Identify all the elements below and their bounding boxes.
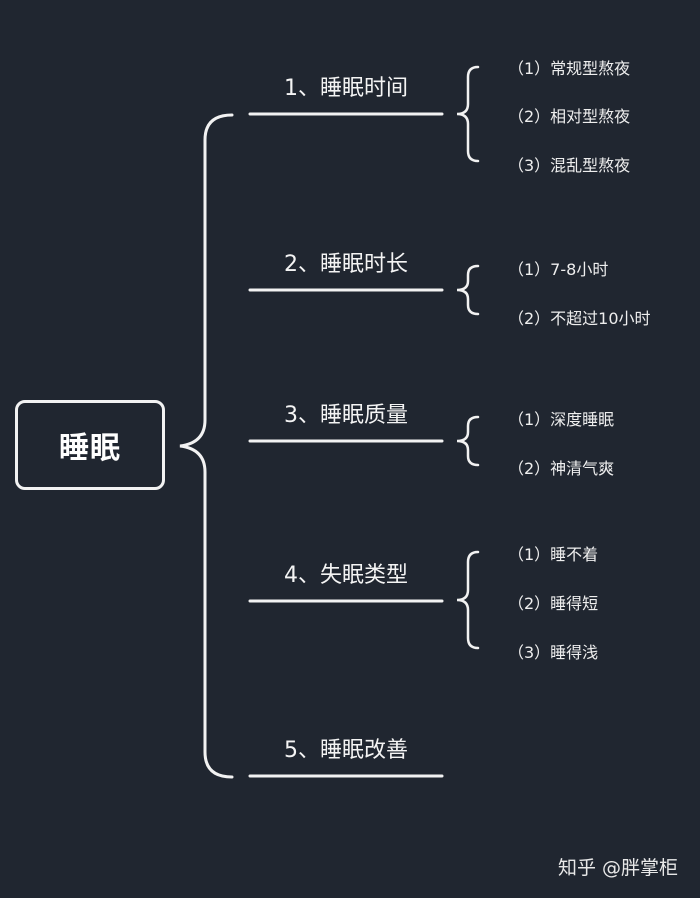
leaf-3-1: （1）深度睡眠 [508, 410, 615, 429]
leaf-1-1: （1）常规型熬夜 [508, 59, 631, 78]
leaf-3-2: （2）神清气爽 [508, 459, 615, 478]
main-brace [179, 113, 234, 779]
sub-brace-3 [456, 415, 480, 467]
root-node: 睡眠 [15, 400, 165, 490]
zhihu-watermark: 知乎 @胖掌柜 [557, 857, 678, 879]
leaf-2-1: （1）7-8小时 [508, 260, 609, 279]
leaf-4-1: （1）睡不着 [508, 545, 599, 564]
leaf-1-3: （3）混乱型熬夜 [508, 156, 631, 175]
root-label: 睡眠 [59, 431, 121, 466]
branch-title-4: 4、失眠类型 [284, 563, 408, 588]
sub-brace-2 [456, 264, 480, 316]
branch-title-3: 3、睡眠质量 [284, 403, 408, 428]
sub-brace-4 [456, 550, 480, 650]
leaf-2-2: （2）不超过10小时 [508, 309, 651, 328]
leaf-4-3: （3）睡得浅 [508, 643, 599, 662]
branch-title-1: 1、睡眠时间 [284, 76, 408, 101]
sub-brace-1 [456, 65, 480, 163]
leaf-1-2: （2）相对型熬夜 [508, 107, 631, 126]
leaf-4-2: （2）睡得短 [508, 594, 599, 613]
branch-title-5: 5、睡眠改善 [284, 738, 408, 763]
branch-title-2: 2、睡眠时长 [284, 252, 408, 277]
